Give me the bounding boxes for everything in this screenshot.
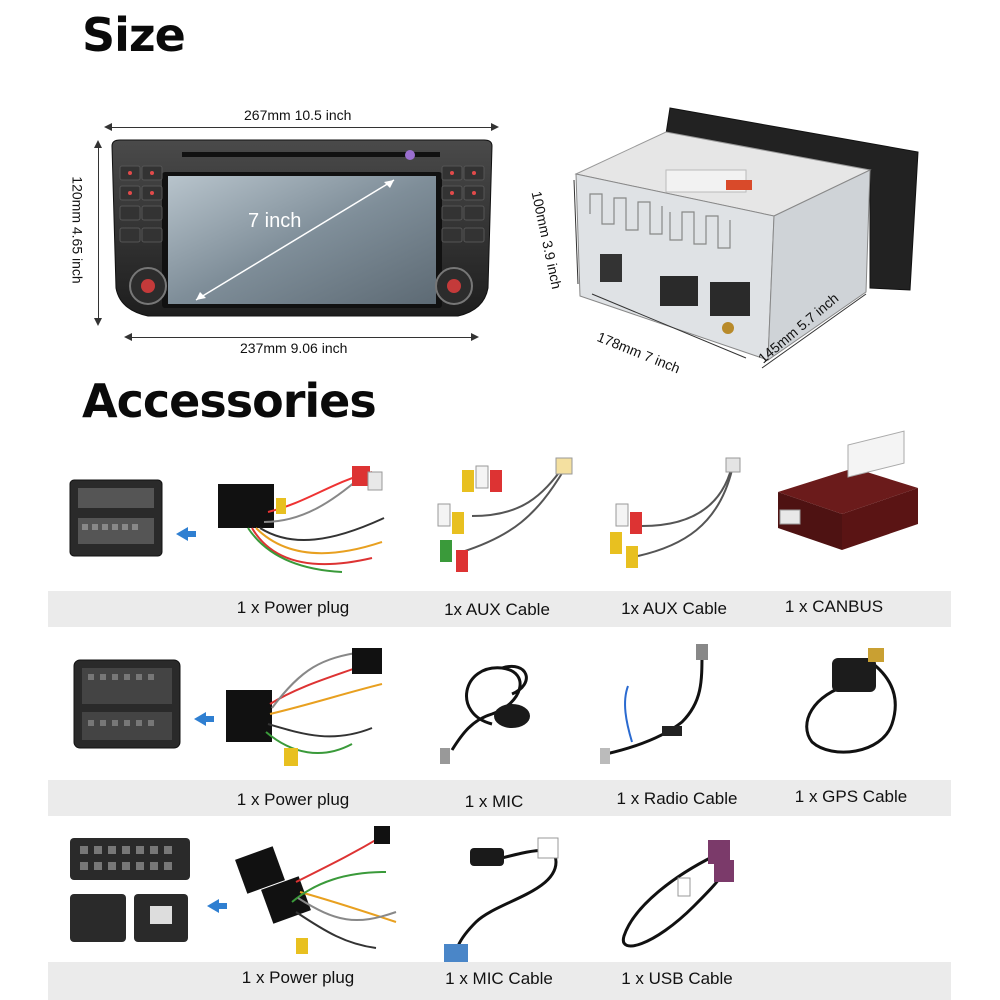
row2-label-mic: 1 x MIC xyxy=(464,792,524,811)
blue-arrow-icon xyxy=(176,527,196,541)
power-harness-2 xyxy=(226,648,383,766)
canbus-box xyxy=(778,430,918,550)
front-height-label: 120mm 4.65 inch xyxy=(69,176,86,284)
iso-connector-1 xyxy=(69,479,163,557)
head-unit-front xyxy=(111,139,493,317)
blue-arrow-icon xyxy=(194,712,214,726)
depth-width-line xyxy=(761,293,867,369)
row3-label-mic-cable: 1 x MIC Cable xyxy=(445,969,553,988)
row1-label-aux-cable-1: 1x AUX Cable xyxy=(444,600,550,619)
row2-label-power-plug: 1 x Power plug xyxy=(236,790,350,809)
bottom-width-label: 237mm 9.06 inch xyxy=(240,340,348,356)
iso-connector-3 xyxy=(70,838,190,942)
accessories-heading: Accessories xyxy=(82,374,377,428)
aux-cable-2 xyxy=(610,457,741,568)
row3-label-power-plug: 1 x Power plug xyxy=(241,968,355,987)
mic-cable xyxy=(444,837,559,962)
power-harness-3 xyxy=(235,826,397,954)
row1-label-canbus: 1 x CANBUS xyxy=(784,597,884,616)
arrow-left-icon xyxy=(124,333,132,341)
radio-cable xyxy=(600,644,708,764)
arrow-right-icon xyxy=(491,123,499,131)
row2-label-gps-cable: 1 x GPS Cable xyxy=(794,787,908,806)
arrow-right-icon xyxy=(471,333,479,341)
usb-cable xyxy=(621,840,734,948)
arrow-up-icon xyxy=(94,140,102,148)
front-width-line xyxy=(108,127,495,128)
front-height-line xyxy=(98,142,99,324)
row2-label-radio-cable: 1 x Radio Cable xyxy=(616,789,738,808)
label-band-row2 xyxy=(48,780,951,816)
label-band-row1 xyxy=(48,591,951,627)
row1-label-power-plug: 1 x Power plug xyxy=(236,598,350,617)
gps-antenna xyxy=(805,648,897,754)
depth-height-line xyxy=(573,179,579,285)
label-band-row3 xyxy=(48,962,951,1000)
iso-connector-2 xyxy=(73,659,181,749)
aux-cable-1 xyxy=(437,457,573,572)
mic-device xyxy=(440,664,530,764)
arrow-left-icon xyxy=(104,123,112,131)
blue-arrow-icon xyxy=(207,899,227,913)
depth-length-line xyxy=(591,293,747,359)
screen-size-label: 7 inch xyxy=(248,210,302,232)
depth-height-label: 100mm 3.9 inch xyxy=(528,189,565,291)
row3-label-usb-cable: 1 x USB Cable xyxy=(621,969,733,988)
power-harness-1 xyxy=(218,466,385,573)
head-unit-chassis xyxy=(574,107,919,361)
arrow-down-icon xyxy=(94,318,102,326)
size-heading: Size xyxy=(82,8,186,62)
front-width-label: 267mm 10.5 inch xyxy=(244,107,352,123)
row1-label-aux-cable-2: 1x AUX Cable xyxy=(621,599,727,618)
bottom-width-line xyxy=(128,337,475,338)
